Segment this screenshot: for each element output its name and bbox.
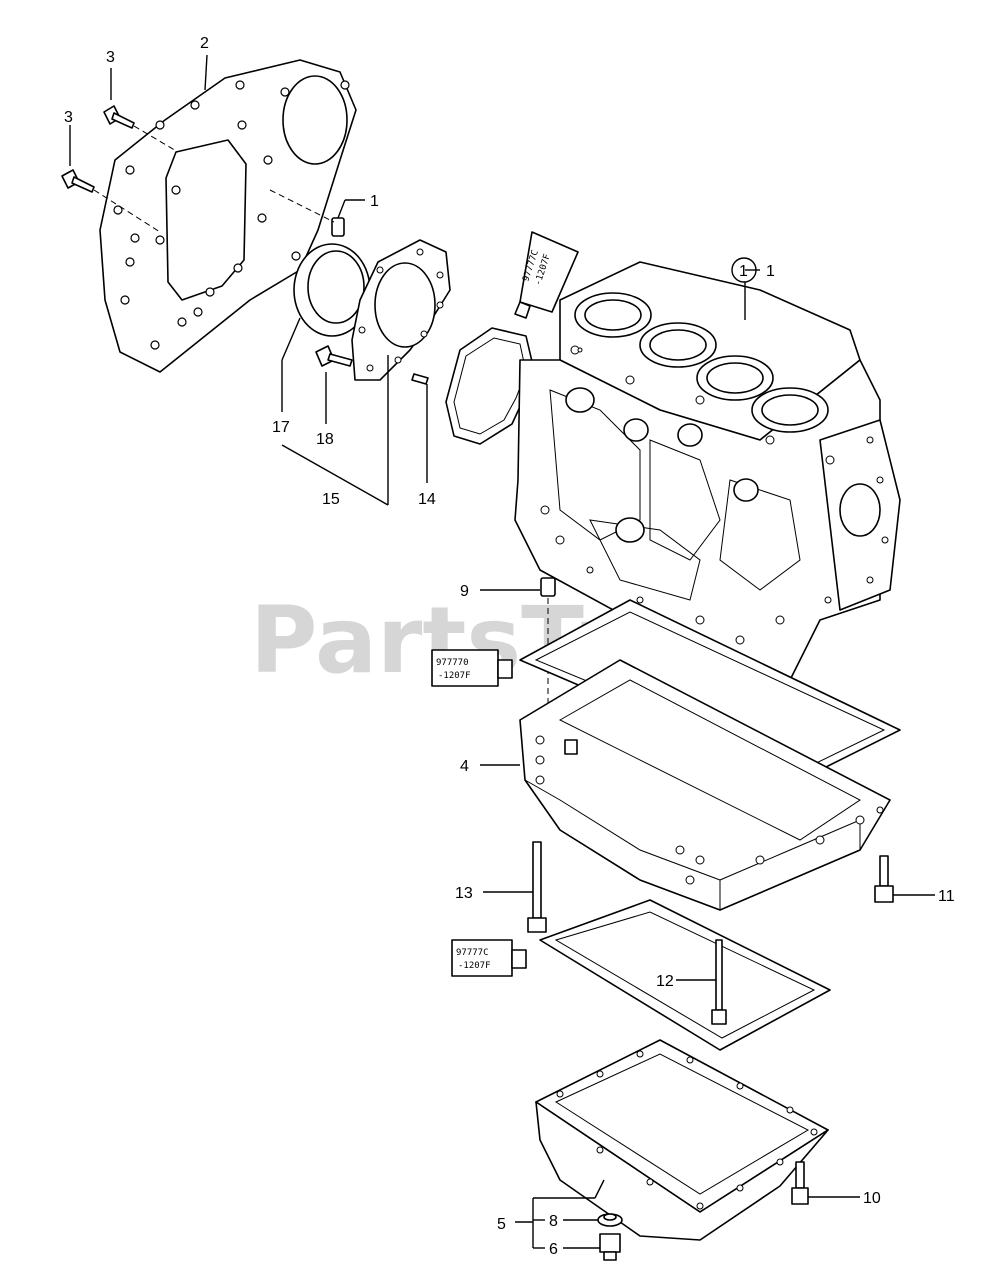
sealant-tube-lower: 97777C -1207F [451, 939, 527, 977]
pan-bolt-right[interactable] [874, 855, 894, 903]
callout-18[interactable]: 18 [316, 431, 334, 448]
callout-block-circle[interactable]: 1 [739, 263, 748, 280]
callout-14[interactable]: 14 [418, 491, 436, 508]
lower-oil-pan-gasket[interactable] [539, 899, 831, 1051]
block-callout-circle [731, 257, 757, 283]
drain-plug[interactable] [599, 1233, 621, 1261]
sealant-tube-middle-label-1: 977770 [436, 658, 469, 668]
callout-13[interactable]: 13 [455, 885, 473, 902]
oil-seal[interactable] [293, 243, 371, 337]
upper-oil-pan[interactable] [519, 659, 891, 911]
callout-9[interactable]: 9 [460, 583, 469, 600]
cylinder-block[interactable] [514, 261, 901, 701]
lower-oil-pan[interactable] [535, 1039, 829, 1241]
callout-10[interactable]: 10 [863, 1190, 881, 1207]
flywheel-housing-plate[interactable] [99, 59, 357, 373]
gasket-bolt[interactable] [711, 939, 727, 1025]
callout-15[interactable]: 15 [322, 491, 340, 508]
sealant-tube-middle-label-2: -1207F [438, 671, 471, 681]
drain-washer[interactable] [597, 1213, 623, 1227]
callout-2[interactable]: 2 [200, 35, 209, 52]
sealant-tube-lower-label-1: 97777C [456, 948, 489, 958]
leader-lines [69, 54, 935, 1249]
dowel-pin[interactable] [331, 217, 345, 237]
callout-11[interactable]: 11 [938, 888, 955, 905]
callout-4[interactable]: 4 [460, 758, 469, 775]
sealant-tube-middle: 977770 -1207F [431, 649, 513, 687]
sealant-tube-lower-label-2: -1207F [458, 961, 491, 971]
bolt-upper[interactable] [103, 105, 135, 129]
callout-1-pin[interactable]: 1 [370, 193, 379, 210]
front-cover-gasket[interactable] [445, 327, 535, 445]
bolt-lower[interactable] [61, 169, 95, 193]
callout-6[interactable]: 6 [549, 1241, 558, 1258]
callout-3-upper[interactable]: 3 [106, 49, 115, 66]
housing-pin[interactable] [411, 373, 429, 385]
lower-pan-bolt[interactable] [791, 1161, 809, 1205]
housing-bolt[interactable] [315, 345, 353, 367]
seal-housing[interactable] [351, 239, 451, 381]
block-dowel[interactable] [540, 577, 556, 597]
callout-3-lower[interactable]: 3 [64, 109, 73, 126]
callout-17[interactable]: 17 [272, 419, 290, 436]
callout-12[interactable]: 12 [656, 973, 674, 990]
callout-8[interactable]: 8 [549, 1213, 558, 1230]
callout-block-sub[interactable]: 1 [766, 263, 775, 280]
long-bolt[interactable] [527, 841, 547, 933]
callout-5[interactable]: 5 [497, 1216, 506, 1233]
